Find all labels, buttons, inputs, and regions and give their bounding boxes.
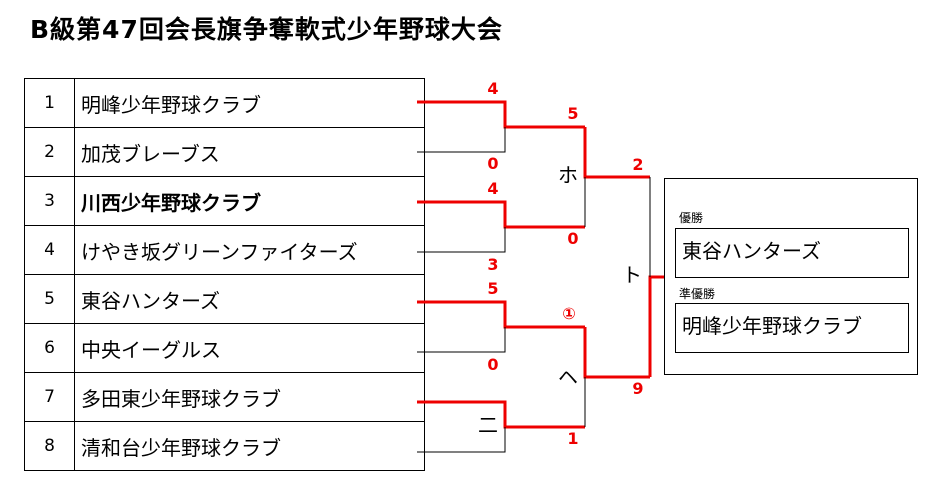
table-row: 3 川西少年野球クラブ — [24, 176, 425, 226]
team-table: 1 明峰少年野球クラブ 2 加茂ブレーブス 3 川西少年野球クラブ 4 けやき坂… — [24, 78, 425, 471]
bracket-line-winner — [417, 400, 585, 429]
score: ① — [562, 304, 576, 323]
bracket-line-winner — [648, 275, 664, 377]
score: 5 — [567, 104, 579, 123]
bracket-line-loser — [417, 127, 506, 153]
bracket-line-loser — [417, 327, 506, 353]
seed-number: 6 — [24, 323, 75, 373]
table-row: 6 中央イーグルス — [24, 323, 425, 373]
team-name: 中央イーグルス — [74, 323, 425, 373]
match-label: ヘ — [558, 365, 578, 389]
score: 2 — [632, 155, 644, 174]
table-row: 1 明峰少年野球クラブ — [24, 78, 425, 128]
team-name: 多田東少年野球クラブ — [74, 372, 425, 422]
seed-number: 2 — [24, 127, 75, 177]
bracket-line-loser — [417, 227, 506, 253]
score: 0 — [567, 229, 579, 248]
match-label: ト — [622, 263, 642, 287]
team-name: 加茂ブレーブス — [74, 127, 425, 177]
score: 3 — [487, 255, 499, 274]
score: 1 — [567, 429, 579, 448]
bracket-line-winner — [417, 200, 585, 229]
seed-number: 7 — [24, 372, 75, 422]
champion-label: 優勝 — [679, 211, 704, 225]
score: 0 — [487, 154, 499, 173]
team-name: 明峰少年野球クラブ — [74, 78, 425, 128]
seed-number: 3 — [24, 176, 75, 226]
champion-name: 東谷ハンターズ — [675, 228, 909, 278]
table-row: 4 けやき坂グリーンファイターズ — [24, 225, 425, 275]
team-name: 川西少年野球クラブ — [74, 176, 425, 226]
score: 0 — [487, 355, 499, 374]
seed-number: 1 — [24, 78, 75, 128]
table-row: 5 東谷ハンターズ — [24, 274, 425, 324]
seed-number: 5 — [24, 274, 75, 324]
team-name: けやき坂グリーンファイターズ — [74, 225, 425, 275]
score: 4 — [487, 179, 499, 198]
team-name: 清和台少年野球クラブ — [74, 421, 425, 471]
runner-up-label: 準優勝 — [679, 287, 716, 301]
match-label: ホ — [558, 163, 578, 187]
table-row: 2 加茂ブレーブス — [24, 127, 425, 177]
score: 4 — [487, 79, 499, 98]
bracket-line-winner — [417, 100, 585, 129]
match-label: 二 — [478, 413, 498, 437]
bracket-line-winner — [417, 300, 585, 329]
table-row: 8 清和台少年野球クラブ — [24, 421, 425, 471]
seed-number: 4 — [24, 225, 75, 275]
bracket-line-winner — [583, 327, 650, 379]
score: 9 — [632, 379, 644, 398]
page-title: B級第47回会長旗争奪軟式少年野球大会 — [30, 15, 503, 44]
table-row: 7 多田東少年野球クラブ — [24, 372, 425, 422]
score: 5 — [487, 279, 499, 298]
bracket-line-loser — [417, 427, 506, 453]
runner-up-name: 明峰少年野球クラブ — [675, 303, 909, 353]
result-box: 優勝 東谷ハンターズ 準優勝 明峰少年野球クラブ — [664, 178, 918, 375]
team-name: 東谷ハンターズ — [74, 274, 425, 324]
